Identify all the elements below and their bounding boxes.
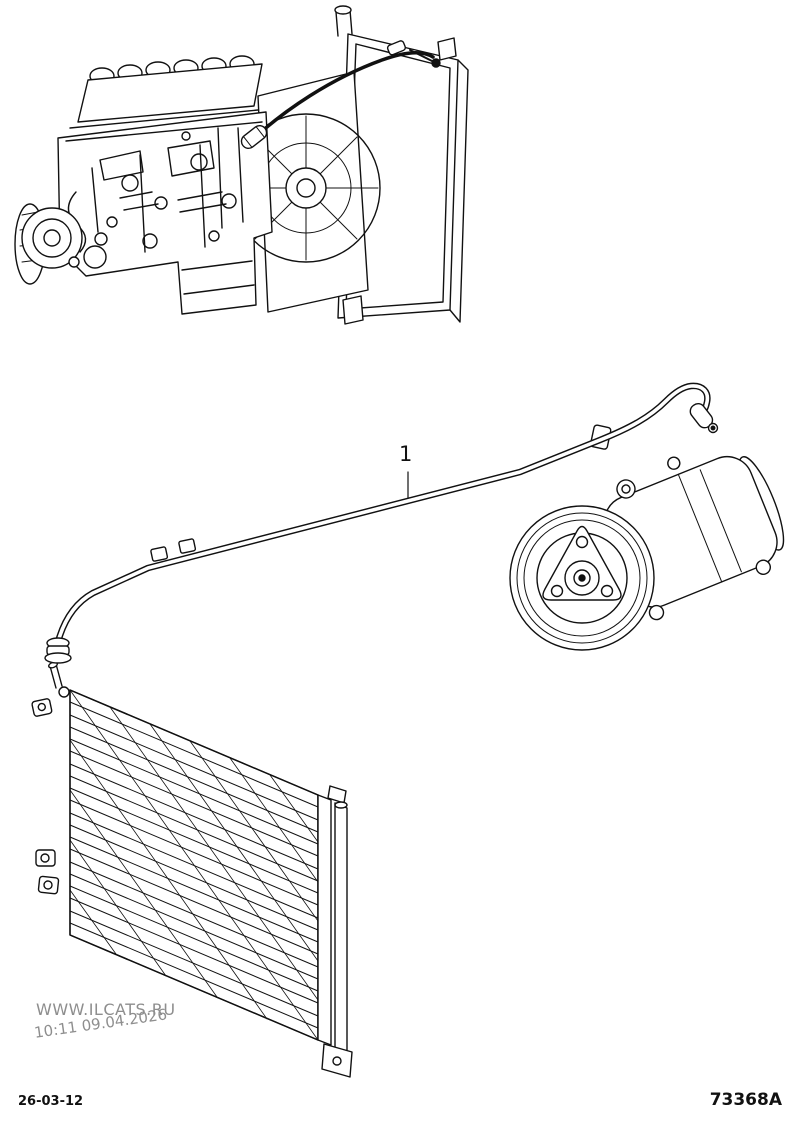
radiator-illustration [334,5,469,325]
fan-illustration [231,71,381,313]
part-number-label: 1 [399,442,413,466]
figure-number: 73368A [709,1090,782,1110]
compressor-illustration [509,456,785,651]
engine-hose-illustration [240,40,441,150]
sheet-date-code: 26-03-12 [18,1094,84,1109]
condenser-illustration [31,661,353,1078]
watermark-site: WWW.ILCATS.RU [36,1000,176,1019]
engine-illustration [14,55,273,315]
ac-pipe-illustration [44,382,719,664]
